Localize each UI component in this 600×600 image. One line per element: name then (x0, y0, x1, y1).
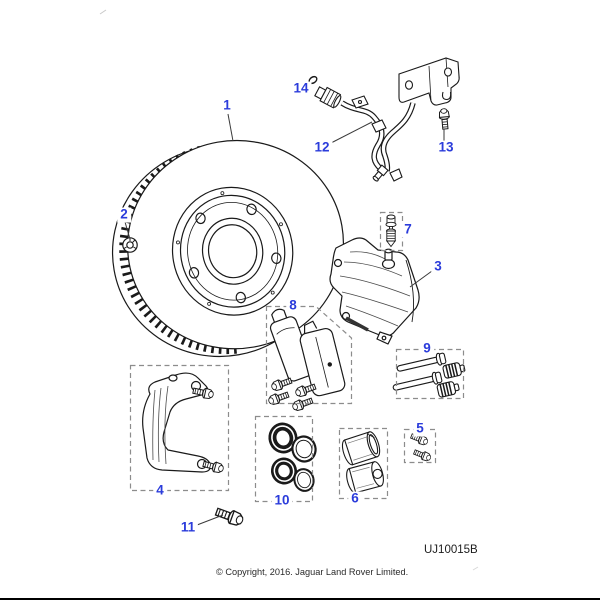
pad-bolt (266, 389, 291, 407)
callout-3[interactable]: 3 (431, 259, 445, 275)
hose-lower-fitting (372, 164, 389, 182)
callout-7[interactable]: 7 (401, 222, 415, 238)
callout-2[interactable]: 2 (117, 207, 131, 223)
callout-14[interactable]: 14 (290, 81, 312, 97)
box-item-5 (403, 428, 437, 464)
pad-bolt (290, 395, 315, 413)
callout-12[interactable]: 12 (311, 140, 333, 156)
box-item-8 (265, 305, 353, 405)
disc-retaining-clip (122, 237, 138, 253)
guide-pin-kit (392, 352, 466, 398)
leader-lines (124, 82, 445, 526)
hose-end-fitting (314, 86, 342, 109)
caliper-pistons (341, 431, 384, 494)
box-item-9 (395, 348, 465, 400)
hose-bracket (398, 57, 460, 106)
callout-5[interactable]: 5 (413, 421, 427, 437)
brake-hose (340, 100, 416, 172)
scan-artifact (472, 566, 479, 571)
caliper-seal-kit (268, 422, 317, 492)
bottom-border-rule (0, 598, 600, 600)
pad-bolt (293, 381, 318, 399)
callout-8[interactable]: 8 (286, 298, 300, 314)
caliper-anchor-bracket (142, 372, 211, 473)
caliper-bolt (412, 447, 433, 463)
drawing-code: UJ10015B (424, 544, 478, 556)
callout-11[interactable]: 11 (177, 520, 199, 536)
box-item-7 (379, 211, 404, 252)
bleed-screw (385, 214, 397, 248)
hose-hook-clip (389, 168, 403, 182)
callout-4[interactable]: 4 (153, 483, 167, 499)
callout-13[interactable]: 13 (435, 140, 457, 156)
bleed-port-boss (381, 258, 396, 270)
brake-pad-kit (269, 308, 346, 397)
disc-hub (171, 186, 294, 316)
guide-pin-boot (442, 362, 466, 379)
dashed-group-boxes (129, 211, 465, 503)
brake-caliper (329, 237, 420, 345)
callout-9[interactable]: 9 (420, 341, 434, 357)
callout-6[interactable]: 6 (348, 491, 362, 507)
copyright-notice: © Copyright, 2016. Jaguar Land Rover Lim… (216, 567, 409, 577)
brake-disc (111, 139, 345, 358)
bracket-bolt (438, 107, 451, 130)
callout-1[interactable]: 1 (220, 98, 234, 114)
callout-10[interactable]: 10 (271, 493, 293, 509)
box-item-4 (129, 364, 230, 492)
brake-hose-assembly (314, 57, 460, 182)
scan-artifact (99, 9, 107, 15)
guide-pin-boot (436, 381, 460, 398)
pad-bolt (269, 375, 294, 393)
